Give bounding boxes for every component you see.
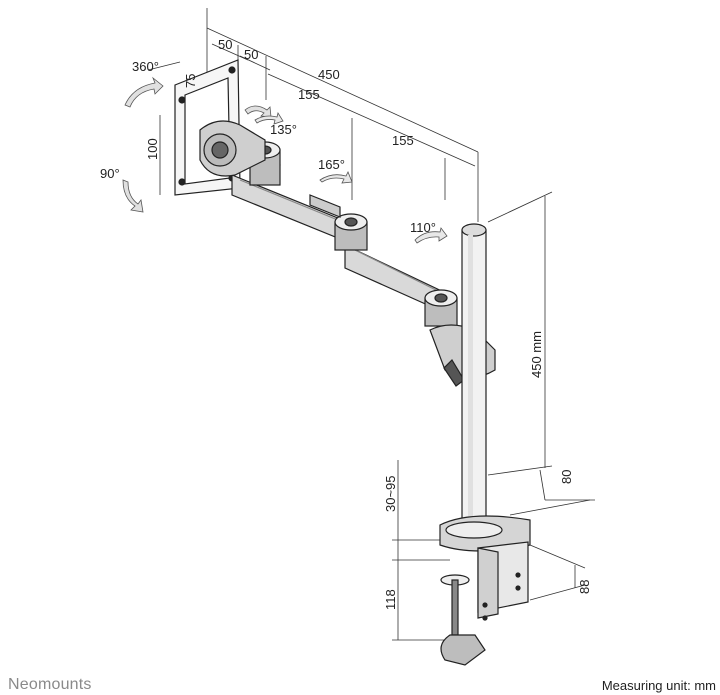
dim-top-50a: 50 bbox=[218, 37, 233, 52]
dim-mid-155a: 155 bbox=[298, 87, 320, 102]
dim-base-88: 88 bbox=[577, 579, 592, 594]
rotation-arrows bbox=[122, 76, 272, 213]
dim-height-450mm: 450 mm bbox=[529, 331, 544, 378]
dim-top-50b: 50 bbox=[244, 47, 259, 62]
dim-top-450: 450 bbox=[318, 67, 340, 82]
desk-clamp bbox=[439, 515, 531, 666]
measuring-unit: Measuring unit: mm bbox=[601, 678, 716, 693]
dimension-lines bbox=[147, 8, 595, 641]
tilt-head bbox=[199, 120, 266, 177]
dim-base-80: 80 bbox=[559, 469, 574, 484]
dim-mid-155b: 155 bbox=[392, 133, 414, 148]
angle-rotate-360: 360° bbox=[132, 59, 159, 74]
pole bbox=[461, 223, 487, 531]
dim-clamp-30-95: 30~95 bbox=[383, 475, 398, 512]
angle-arrows bbox=[254, 111, 448, 244]
dim-vesa-75: 75 bbox=[183, 73, 198, 88]
dim-vesa-100: 100 bbox=[145, 138, 160, 160]
angle-arm-165: 165° bbox=[318, 157, 345, 172]
brand-logo-text: Neomounts bbox=[8, 676, 92, 693]
dim-clamp-118: 118 bbox=[383, 589, 398, 610]
angle-tilt-90: 90° bbox=[100, 166, 120, 181]
angle-arm-135: 135° bbox=[270, 122, 297, 137]
angle-arm-110: 110° bbox=[410, 220, 436, 235]
